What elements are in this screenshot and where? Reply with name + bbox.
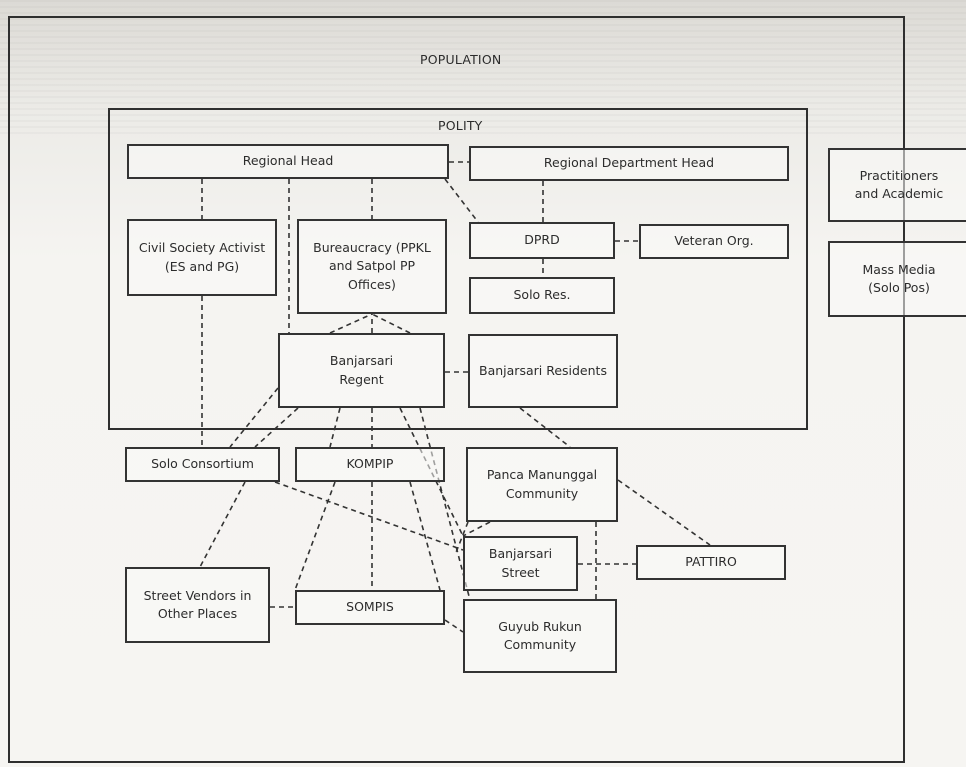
edge-regent-street-a bbox=[399, 407, 464, 537]
kompip-node: KOMPIP bbox=[295, 447, 445, 482]
edge-panca-street-b bbox=[454, 521, 469, 556]
mass-media-node: Mass Media (Solo Pos) bbox=[828, 241, 966, 317]
edge-regent-bureaucracy-c bbox=[371, 313, 411, 334]
bureaucracy-node: Bureaucracy (PPKL and Satpol PP Offices) bbox=[297, 219, 447, 314]
edge-regent-street-b bbox=[419, 407, 471, 601]
edge-consortium-street bbox=[274, 481, 464, 551]
edge-regent-consortium-b bbox=[254, 407, 299, 448]
panca-manunggal-community-node: Panca Manunggal Community bbox=[466, 447, 618, 522]
scan-texture bbox=[0, 0, 966, 135]
guyub-rukun-community-node: Guyub Rukun Community bbox=[463, 599, 617, 673]
dprd-node: DPRD bbox=[469, 222, 615, 259]
street-vendors-other-places-node: Street Vendors in Other Places bbox=[125, 567, 270, 643]
regional-department-head-node: Regional Department Head bbox=[469, 146, 789, 181]
practitioners-academic-node: Practitioners and Academic bbox=[828, 148, 966, 222]
population-frame bbox=[8, 16, 905, 763]
edge-sompis-guyub bbox=[444, 619, 464, 633]
edge-regent-kompip-a bbox=[329, 407, 341, 448]
edge-consortium-vendors bbox=[199, 481, 246, 568]
sompis-node: SOMPIS bbox=[295, 590, 445, 625]
edge-regent-consortium bbox=[229, 387, 279, 448]
edge-regional-head-dprd bbox=[444, 178, 479, 223]
civil-society-activist-node: Civil Society Activist (ES and PG) bbox=[127, 219, 277, 296]
edge-panca-pattiro bbox=[617, 479, 711, 546]
solo-res-node: Solo Res. bbox=[469, 277, 615, 314]
banjarsari-regent-node: Banjarsari Regent bbox=[278, 333, 445, 408]
regional-head-node: Regional Head bbox=[127, 144, 449, 179]
banjarsari-residents-node: Banjarsari Residents bbox=[468, 334, 618, 408]
solo-consortium-node: Solo Consortium bbox=[125, 447, 280, 482]
banjarsari-street-node: Banjarsari Street bbox=[463, 536, 578, 591]
pattiro-node: PATTIRO bbox=[636, 545, 786, 580]
veteran-org-node: Veteran Org. bbox=[639, 224, 789, 259]
edge-kompip-sompis-c bbox=[409, 481, 441, 591]
population-label: POPULATION bbox=[420, 52, 502, 67]
edge-regent-panca bbox=[519, 407, 571, 448]
polity-frame bbox=[108, 108, 808, 430]
polity-label: POLITY bbox=[438, 118, 483, 133]
edge-kompip-sompis-b bbox=[294, 481, 336, 591]
edge-regent-bureaucracy-a bbox=[329, 313, 373, 334]
